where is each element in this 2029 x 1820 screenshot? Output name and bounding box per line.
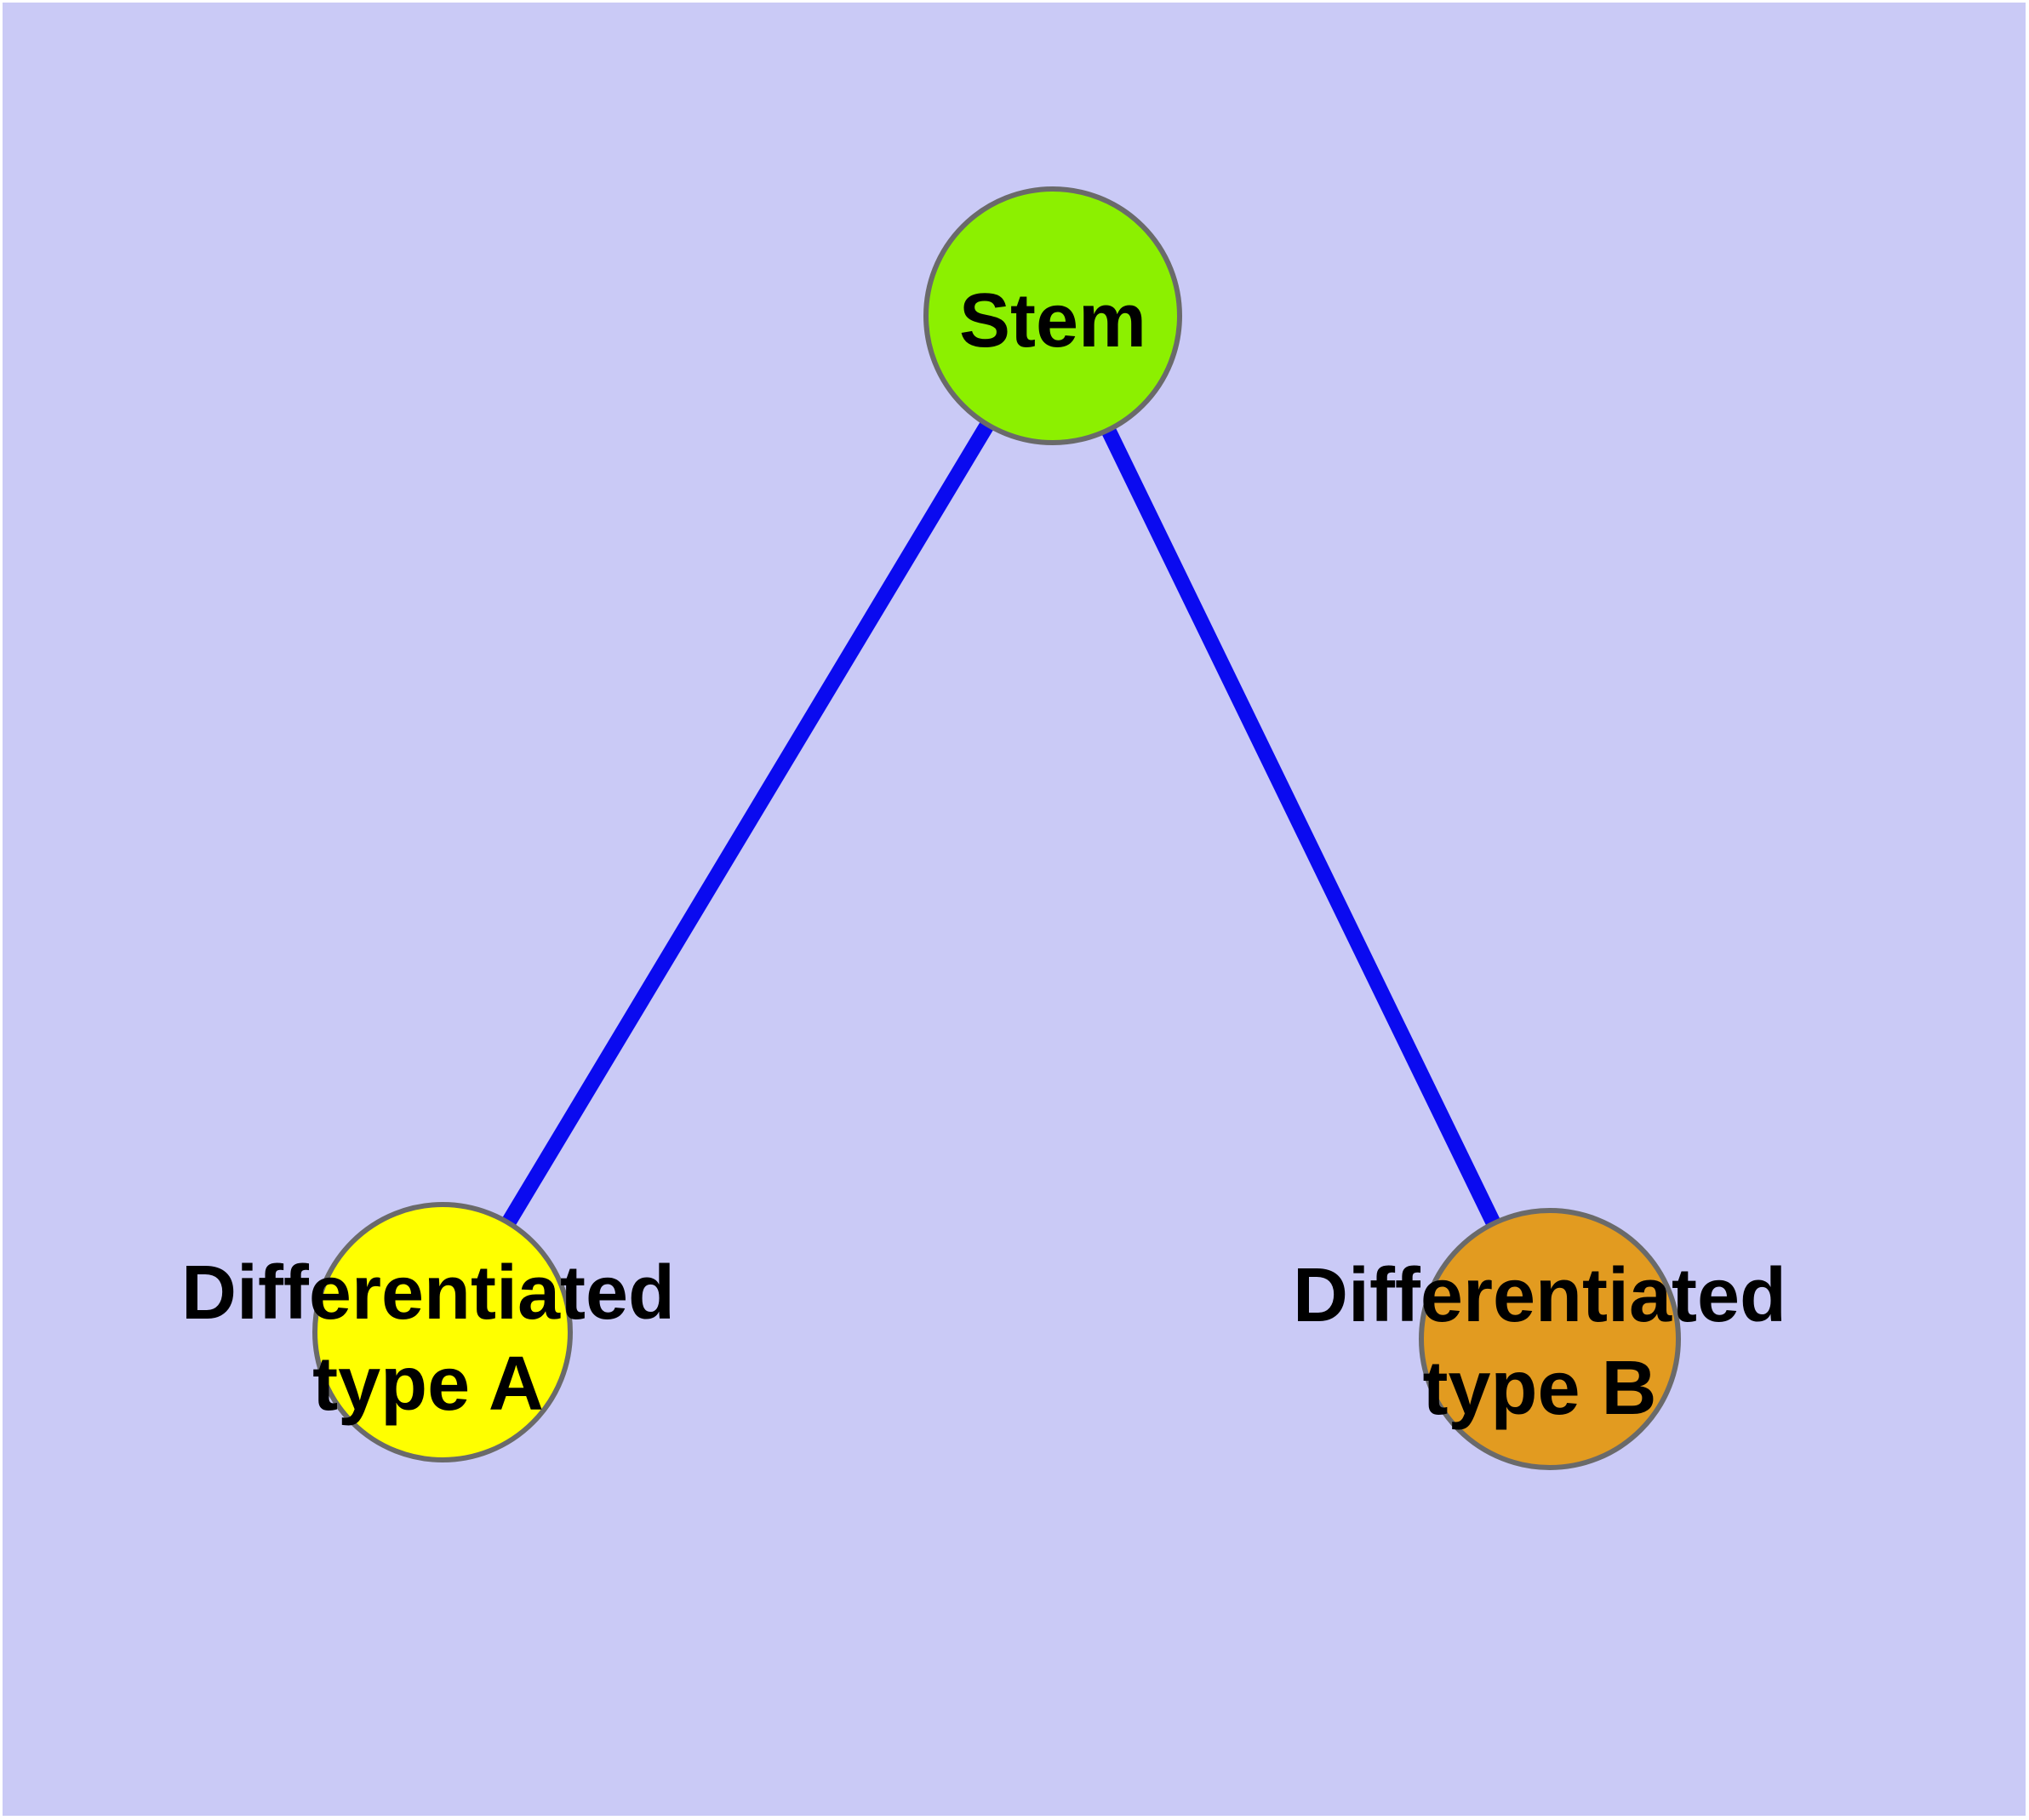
node-stem-label: Stem: [959, 278, 1146, 363]
node-type-a-label-line2: type A: [312, 1342, 544, 1427]
node-type-b-label-line2: type B: [1422, 1346, 1656, 1431]
node-differentiated-type-a: [312, 1202, 573, 1462]
node-type-a-label-line1: Differentiated: [181, 1251, 675, 1336]
edge-stem-to-type-b: [1045, 312, 1557, 1342]
node-type-b-label-line1: Differentiated: [1293, 1253, 1786, 1338]
node-stem: [923, 186, 1182, 445]
edge-stem-to-type-a: [436, 312, 1060, 1336]
node-differentiated-type-b: [1419, 1208, 1681, 1470]
